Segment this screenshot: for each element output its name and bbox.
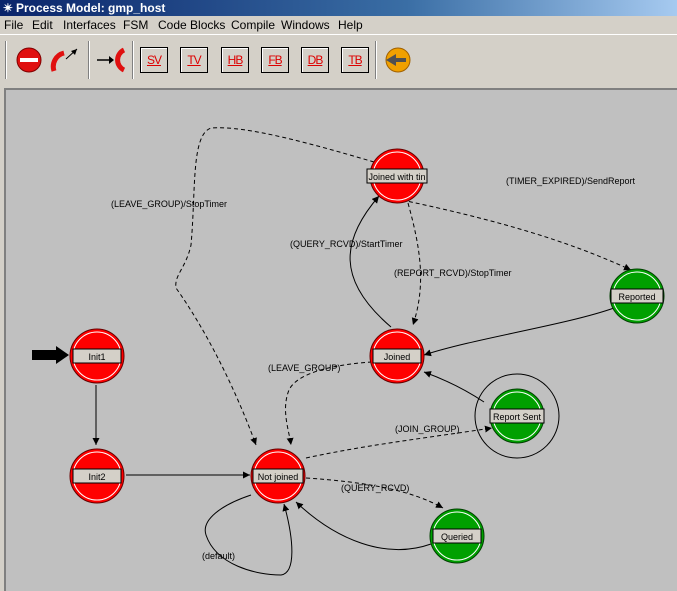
canvas-frame: (LEAVE_GROUP)/StopTimer (TIMER_EXPIRED)/… — [0, 84, 677, 591]
title-bar: ✴ Process Model: gmp_host — [0, 0, 677, 16]
state-init1[interactable]: Init1 — [69, 328, 125, 384]
label-report-rcvd-stop-timer: (REPORT_RCVD)/StopTimer — [394, 268, 512, 278]
menu-file[interactable]: File — [4, 18, 24, 32]
state-not-joined[interactable]: Not joined — [250, 448, 306, 504]
transition-query-rcvd[interactable] — [305, 477, 444, 509]
create-state-icon[interactable] — [14, 45, 44, 75]
label-query-rcvd-start-timer: (QUERY_RCVD)/StartTimer — [290, 239, 403, 249]
transition-reported-joined[interactable] — [423, 307, 615, 357]
transition-queried-not-joined[interactable] — [295, 501, 432, 551]
toolbar-separator — [132, 41, 134, 79]
state-label: Init2 — [88, 472, 105, 482]
termination-block-button[interactable]: TB — [341, 47, 369, 73]
app-icon: ✴ — [2, 1, 14, 15]
state-queried[interactable]: Queried — [429, 508, 485, 564]
menu-code-blocks[interactable]: Code Blocks — [158, 18, 226, 32]
header-block-button[interactable]: HB — [221, 47, 249, 73]
transition-join-group[interactable] — [305, 425, 493, 459]
state-label: Joined with tin — [368, 172, 425, 182]
label-join-group: (JOIN_GROUP) — [395, 424, 460, 434]
toolbar-separator — [5, 41, 7, 79]
function-block-button[interactable]: FB — [261, 47, 289, 73]
initial-state-arrow — [32, 346, 69, 364]
menu-compile[interactable]: Compile — [231, 18, 276, 32]
diagnostic-block-button[interactable]: DB — [301, 47, 329, 73]
menu-fsm[interactable]: FSM — [123, 18, 149, 32]
fsm-diagram[interactable]: (LEAVE_GROUP)/StopTimer (TIMER_EXPIRED)/… — [6, 90, 677, 591]
transition-query-rcvd-start-timer[interactable] — [349, 195, 392, 328]
transition-leave-group-stop-timer[interactable] — [175, 127, 375, 446]
state-joined[interactable]: Joined — [369, 328, 425, 384]
menu-windows[interactable]: Windows — [281, 18, 330, 32]
toolbar-separator — [88, 41, 90, 79]
menu-help[interactable]: Help — [338, 18, 363, 32]
toolbar-separator — [375, 41, 377, 79]
state-label: Init1 — [88, 352, 105, 362]
state-joined-with-timer[interactable]: Joined with tin — [366, 148, 428, 204]
state-label: Not joined — [258, 472, 299, 482]
transition-leave-group[interactable] — [285, 361, 373, 446]
fsm-canvas[interactable]: (LEAVE_GROUP)/StopTimer (TIMER_EXPIRED)/… — [4, 88, 677, 591]
transition-report-sent-joined[interactable] — [423, 371, 485, 403]
transition-report-rcvd-stop-timer[interactable] — [407, 202, 422, 326]
compile-icon[interactable] — [382, 45, 412, 75]
menu-bar: File Edit Interfaces FSM Code Blocks Com… — [0, 16, 677, 34]
state-report-sent[interactable]: Report Sent — [474, 373, 560, 459]
create-transition-icon[interactable] — [50, 45, 80, 75]
menu-edit[interactable]: Edit — [32, 18, 53, 32]
label-leave-group: (LEAVE_GROUP) — [268, 363, 340, 373]
menu-interfaces[interactable]: Interfaces — [63, 18, 116, 32]
selection-ring — [474, 373, 560, 459]
state-label: Report Sent — [493, 412, 542, 422]
set-initial-state-icon[interactable] — [95, 45, 125, 75]
transition-timer-expired[interactable] — [401, 199, 632, 271]
window-title: Process Model: gmp_host — [16, 1, 166, 15]
state-label: Queried — [441, 532, 473, 542]
state-label: Reported — [618, 292, 655, 302]
label-default: (default) — [202, 551, 235, 561]
transition-default-loop[interactable] — [204, 494, 293, 576]
state-reported[interactable]: Reported — [609, 268, 665, 324]
label-timer-expired: (TIMER_EXPIRED)/SendReport — [506, 176, 636, 186]
temp-variables-button[interactable]: TV — [180, 47, 208, 73]
state-label: Joined — [384, 352, 411, 362]
label-query-rcvd: (QUERY_RCVD) — [341, 483, 409, 493]
state-variables-button[interactable]: SV — [140, 47, 168, 73]
label-leave-group-stop-timer: (LEAVE_GROUP)/StopTimer — [111, 199, 227, 209]
toolbar: SV TV HB FB DB TB — [0, 34, 677, 86]
state-init2[interactable]: Init2 — [69, 448, 125, 504]
